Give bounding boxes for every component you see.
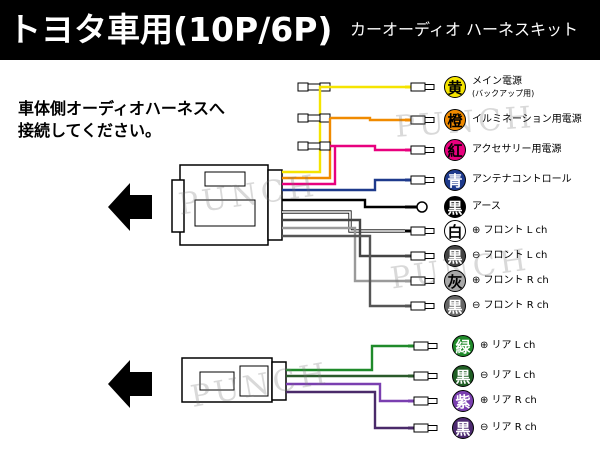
connector-10p-face: [194, 199, 256, 227]
terminal-7-tip: [424, 278, 435, 284]
wire-8: [282, 234, 405, 308]
terminal-3-body: [410, 175, 426, 185]
arrow-left-icon: [108, 360, 152, 412]
wire-label-main: アンテナコントロール: [472, 174, 572, 185]
terminal-2-tip: [424, 147, 435, 153]
connector-6p-back: [271, 361, 287, 401]
terminal-6-tip: [424, 253, 435, 259]
terminal-0-tip: [424, 84, 435, 90]
wire-7: [282, 226, 405, 283]
wire-label: ⊖ フロント R ch: [472, 300, 549, 312]
fuse-2-a: [297, 141, 309, 151]
wire-label: ⊖ フロント L ch: [472, 250, 547, 262]
wire-color-badge: 黒: [444, 196, 466, 218]
page-subtitle: カーオーディオ ハーネスキット: [350, 20, 578, 39]
wire-label: アクセサリー用電源: [472, 144, 562, 156]
terminal-8-tip: [424, 303, 435, 309]
rear-terminal-0-body: [413, 341, 429, 351]
terminal-5-tip: [424, 228, 435, 234]
connector-10p-back: [267, 169, 283, 241]
wire-color-badge: 黒: [444, 245, 466, 267]
wire-label-main: ⊖ フロント R ch: [472, 300, 549, 311]
wire-label: ⊕ リア R ch: [480, 395, 537, 406]
terminal-8-body: [410, 301, 426, 311]
rear-terminal-1-body: [413, 371, 429, 381]
rear-terminal-3-tip: [427, 425, 438, 431]
instruction-text: 車体側オーディオハーネスへ 接続してください。: [18, 98, 225, 142]
header-bar: トヨタ車用(10P/6P) カーオーディオ ハーネスキット: [0, 0, 600, 60]
fuse-0-b: [307, 83, 321, 91]
wire-color-badge: 黒: [452, 417, 474, 439]
connector-10p-latch: [171, 179, 185, 233]
wire-label: ⊕ フロント R ch: [472, 275, 549, 287]
wire-color-badge: 白: [444, 220, 466, 242]
rear-terminal-2-tip: [427, 398, 438, 404]
wire-color-badge: 黄: [444, 76, 466, 98]
rear-wire-2: [286, 382, 408, 403]
connector-10p-slot: [204, 171, 246, 187]
wire-label: アンテナコントロール: [472, 174, 572, 186]
fuse-0-a: [297, 82, 309, 92]
rear-terminal-0-tip: [427, 343, 438, 349]
rear-terminal-2-body: [413, 396, 429, 406]
terminal-5-body: [410, 226, 426, 236]
wire-4: [282, 198, 405, 209]
rear-wire-3: [286, 390, 408, 430]
wire-color-badge: 青: [444, 169, 466, 191]
rear-terminal-1-tip: [427, 373, 438, 379]
wire-label-sub: (バックアップ用): [472, 89, 535, 98]
wire-label-main: イルミネーション用電源: [472, 114, 582, 125]
wire-color-badge: 紫: [452, 390, 474, 412]
wire-color-badge: 緑: [452, 335, 474, 357]
terminal-7-body: [410, 276, 426, 286]
terminal-3-tip: [424, 177, 435, 183]
terminal-0-body: [410, 82, 426, 92]
fuse-1-c: [319, 113, 331, 123]
connector-6p-face: [239, 365, 269, 397]
wire-label: イルミネーション用電源: [472, 114, 582, 126]
rear-wire-0: [286, 344, 408, 372]
fuse-2-c: [319, 141, 331, 151]
wire-color-badge: 黒: [452, 365, 474, 387]
wire-label-main: ⊖ フロント L ch: [472, 250, 548, 261]
fuse-2-b: [307, 142, 321, 150]
wire-0: [282, 85, 405, 174]
wire-1: [282, 116, 405, 180]
rear-terminal-3-body: [413, 423, 429, 433]
wire-label-main: メイン電源: [472, 76, 522, 87]
wire-2: [282, 144, 405, 186]
wire-color-badge: 黒: [444, 295, 466, 317]
wire-label-main: ⊕ フロント L ch: [472, 225, 548, 236]
instruction-line-2: 接続してください。: [18, 121, 162, 140]
wire-label: ⊕ フロント L ch: [472, 225, 547, 237]
wire-label: ⊖ リア R ch: [480, 422, 537, 433]
fuse-1-a: [297, 113, 309, 123]
wire-label: メイン電源 (バックアップ用): [472, 76, 534, 100]
terminal-2-body: [410, 145, 426, 155]
wire-6: [282, 218, 405, 258]
arrow-left-icon: [108, 183, 152, 235]
terminal-1-body: [410, 115, 426, 125]
wire-label-main: アクセサリー用電源: [472, 144, 562, 155]
wire-label: ⊖ リア L ch: [480, 370, 536, 381]
earth-ring-icon: [416, 201, 428, 213]
wire-color-badge: 紅: [444, 139, 466, 161]
wire-color-badge: 灰: [444, 270, 466, 292]
instruction-line-1: 車体側オーディオハーネスへ: [18, 99, 225, 118]
wire-color-badge: 橙: [444, 109, 466, 131]
wire-label: ⊕ リア L ch: [480, 340, 536, 351]
wire-5: [282, 211, 405, 232]
page-title: トヨタ車用(10P/6P): [8, 10, 333, 49]
terminal-6-body: [410, 251, 426, 261]
fuse-1-b: [307, 114, 321, 122]
wire-label-main: アース: [472, 201, 501, 212]
terminal-1-tip: [424, 117, 435, 123]
wire-label: アース: [472, 201, 501, 213]
connector-6p-slot: [199, 371, 235, 391]
wire-label-main: ⊕ フロント R ch: [472, 275, 549, 286]
wire-3: [282, 178, 405, 192]
